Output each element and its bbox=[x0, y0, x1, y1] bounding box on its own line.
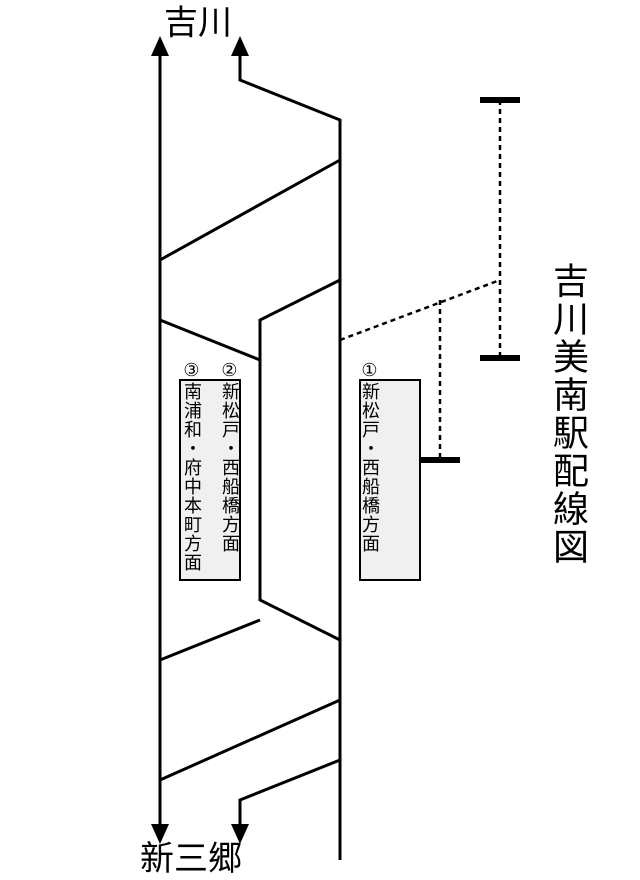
platform-1-destination: 新松戸・西船橋方面 bbox=[359, 382, 380, 553]
crossover-lower-left bbox=[159, 618, 261, 662]
platform-2-number: ② bbox=[219, 360, 240, 382]
crossover-lower bbox=[159, 698, 341, 782]
platform-3-number: ③ bbox=[181, 360, 202, 382]
platform-1-shape bbox=[359, 379, 421, 581]
platform-2-destination: 新松戸・西船橋方面 bbox=[219, 382, 240, 553]
arrow-up-icon bbox=[231, 36, 249, 56]
planned-track-dotted bbox=[339, 278, 501, 342]
platform-2-3-shape bbox=[179, 379, 241, 581]
diagram-title: 吉川美南駅配線図 bbox=[547, 262, 588, 566]
arrow-down-icon bbox=[151, 824, 169, 844]
crossover-upper bbox=[159, 158, 341, 262]
platform-3-destination: 南浦和・府中本町方面 bbox=[181, 382, 202, 572]
right-track-lower-line bbox=[238, 700, 342, 828]
platform-1-number: ① bbox=[359, 360, 380, 382]
arrow-up-icon bbox=[151, 36, 169, 56]
right-track-line bbox=[238, 52, 342, 860]
crossover-middle bbox=[159, 318, 261, 362]
arrow-down-icon bbox=[231, 824, 249, 844]
passing-loop-track bbox=[258, 278, 341, 642]
direction-north-label: 吉川 bbox=[164, 3, 232, 43]
direction-south-label: 新三郷 bbox=[140, 839, 242, 879]
